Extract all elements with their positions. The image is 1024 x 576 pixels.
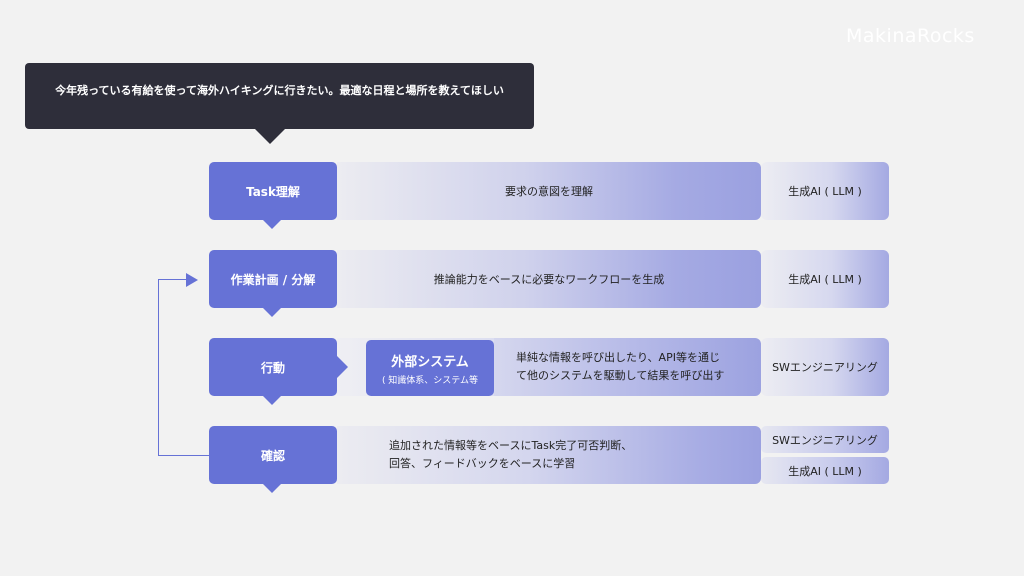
row-task-understanding: Task理解 要求の意図を理解 生成AI ( LLM ) bbox=[209, 162, 889, 229]
external-system-title: 外部システム bbox=[391, 354, 469, 370]
row-work-planning: 作業計画 / 分解 推論能力をベースに必要なワークフローを生成 生成AI ( L… bbox=[209, 250, 889, 317]
description-line-1: 単純な情報を呼び出したり、API等を通じ bbox=[516, 351, 720, 364]
step-description: 追加された情報等をベースにTask完了可否判断、 回答、フィードバックをベースに… bbox=[337, 426, 761, 484]
user-prompt-text: 今年残っている有給を使って海外ハイキングに行きたい。最適な日程と場所を教えてほし… bbox=[55, 84, 504, 97]
step-description: 推論能力をベースに必要なワークフローを生成 bbox=[337, 250, 761, 308]
makinarocks-logo: MakinaRocks bbox=[846, 25, 975, 47]
loop-line-top bbox=[158, 279, 188, 280]
step-label: 作業計画 / 分解 bbox=[230, 272, 316, 287]
step-description: 単純な情報を呼び出したり、API等を通じ て他のシステムを駆動して結果を呼び出す bbox=[494, 338, 761, 396]
tag-text: 生成AI ( LLM ) bbox=[788, 464, 862, 478]
step-description: 要求の意図を理解 bbox=[337, 162, 761, 220]
step-down-arrow-icon bbox=[263, 396, 281, 405]
step-label: 確認 bbox=[260, 448, 285, 463]
step-right-arrow-icon bbox=[337, 356, 348, 378]
loop-arrow-icon bbox=[186, 273, 198, 287]
tag-text: 生成AI ( LLM ) bbox=[788, 273, 862, 286]
tag-text: SWエンジニアリング bbox=[772, 361, 878, 374]
loop-line-vertical bbox=[158, 279, 159, 456]
description-line-1: 追加された情報等をベースにTask完了可否判断、 bbox=[389, 439, 633, 452]
step-down-arrow-icon bbox=[263, 484, 281, 493]
technology-tag-top: SWエンジニアリング bbox=[761, 426, 889, 453]
user-prompt-bubble: 今年残っている有給を使って海外ハイキングに行きたい。最適な日程と場所を教えてほし… bbox=[25, 63, 534, 129]
technology-tag: 生成AI ( LLM ) bbox=[761, 250, 889, 308]
prompt-bubble-tail bbox=[255, 129, 285, 144]
technology-tag: 生成AI ( LLM ) bbox=[761, 162, 889, 220]
external-system-subtitle: ( 知識体系、システム等 bbox=[381, 375, 479, 386]
tag-text: 生成AI ( LLM ) bbox=[788, 185, 862, 198]
description-line-2: 回答、フィードバックをベースに学習 bbox=[389, 457, 576, 470]
technology-tag: SWエンジニアリング bbox=[761, 338, 889, 396]
description-text: 要求の意図を理解 bbox=[505, 185, 593, 198]
row-verification: 確認 追加された情報等をベースにTask完了可否判断、 回答、フィードバックをベ… bbox=[209, 426, 889, 493]
step-task-understanding: Task理解 bbox=[209, 162, 337, 220]
step-work-planning: 作業計画 / 分解 bbox=[209, 250, 337, 308]
loop-line-bottom bbox=[158, 455, 210, 456]
row-action: 行動 外部システム ( 知識体系、システム等 単純な情報を呼び出したり、API等… bbox=[209, 338, 889, 405]
step-verification: 確認 bbox=[209, 426, 337, 484]
step-down-arrow-icon bbox=[263, 220, 281, 229]
step-down-arrow-icon bbox=[263, 308, 281, 317]
step-label: Task理解 bbox=[246, 184, 300, 199]
tag-text: SWエンジニアリング bbox=[772, 433, 878, 447]
step-label: 行動 bbox=[260, 360, 285, 375]
step-action: 行動 bbox=[209, 338, 337, 396]
external-system-box: 外部システム ( 知識体系、システム等 bbox=[366, 340, 494, 396]
description-text: 推論能力をベースに必要なワークフローを生成 bbox=[433, 273, 665, 286]
technology-tag-bottom: 生成AI ( LLM ) bbox=[761, 457, 889, 484]
description-line-2: て他のシステムを駆動して結果を呼び出す bbox=[516, 369, 725, 382]
